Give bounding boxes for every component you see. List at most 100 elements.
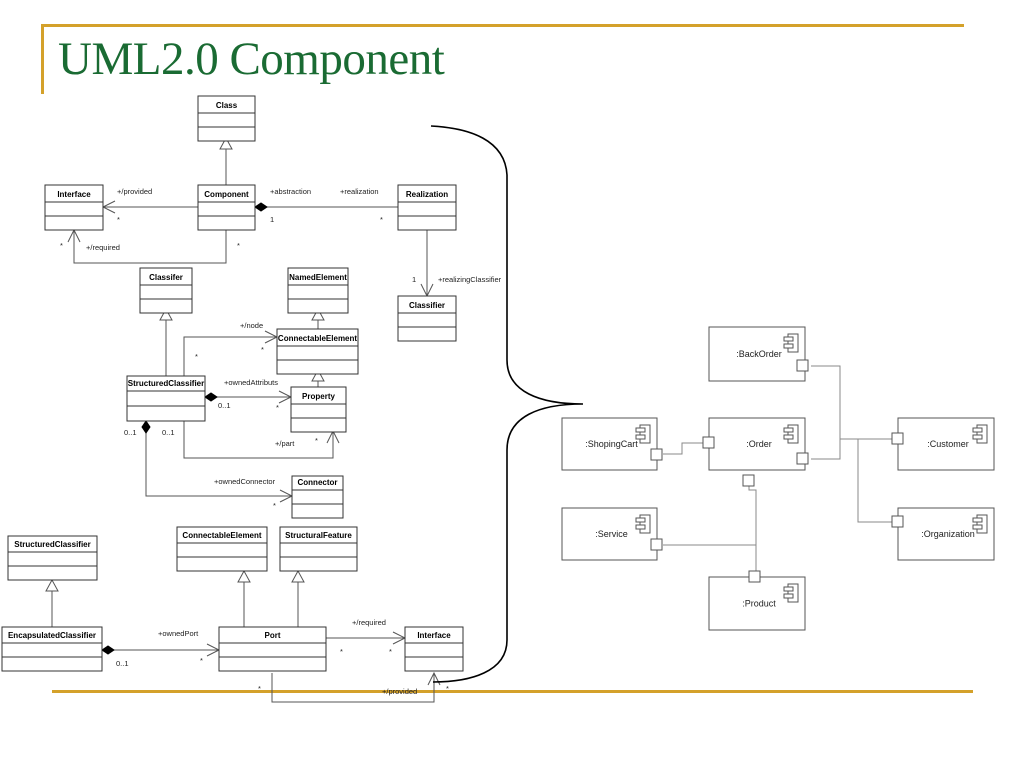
component-name: :Organization: [921, 529, 975, 539]
component-service: :Service: [561, 507, 658, 561]
uml-class-classifer: Classifer: [139, 267, 193, 314]
component-customer: :Customer: [897, 417, 995, 471]
class-name: Port: [265, 631, 281, 640]
port-order: [796, 452, 809, 465]
component-name: :ShopingCart: [585, 439, 638, 449]
uml-class-connectable-mid: ConnectableElement: [276, 328, 359, 375]
label-provided-bot-mult-left: *: [258, 684, 261, 693]
label-part-mult-left: 0..1: [162, 428, 175, 437]
label-realization-mult: *: [380, 215, 383, 224]
class-name: Realization: [406, 190, 448, 199]
connector-shopingcart-order: [663, 442, 703, 455]
uml-class-connectable-bot: ConnectableElement: [176, 526, 268, 572]
component-backorder: :BackOrder: [708, 326, 806, 382]
label-required-top-mult-right: *: [237, 241, 240, 250]
uml-class-interface-bot: Interface: [404, 626, 464, 672]
label-provided-bot-mult-right: *: [446, 684, 449, 693]
label-owned-port-mult-left: 0..1: [116, 659, 129, 668]
uml-class-realization: Realization: [397, 184, 457, 231]
class-name: Interface: [417, 631, 451, 640]
port-order: [742, 474, 755, 487]
label-owned-attributs: +ownedAttributs: [224, 378, 278, 387]
port-organization: [891, 515, 904, 528]
label-node-mult-left: *: [195, 352, 198, 361]
generalization-arrow: [159, 307, 173, 321]
label-node: +/node: [240, 321, 263, 330]
class-name: ConnectableElement: [278, 334, 357, 343]
component-icon: [783, 583, 799, 603]
generalization-arrow: [311, 368, 325, 382]
edge-provided-bottom: [271, 673, 435, 703]
component-icon: [783, 424, 799, 444]
bottom-accent-rule: [52, 690, 973, 693]
component-name: :Customer: [927, 439, 969, 449]
edge-owned-connector: [145, 433, 292, 497]
uml-class-connector: Connector: [291, 475, 344, 519]
composition-diamond: [141, 420, 151, 434]
label-owned-port: +ownedPort: [158, 629, 199, 638]
uml-class-component: Component: [197, 184, 256, 231]
generalization-arrow: [219, 136, 233, 150]
component-icon: [635, 514, 651, 534]
port-product: [748, 570, 761, 583]
generalization-arrow: [291, 569, 305, 583]
label-required-top: +/required: [86, 243, 120, 252]
port-customer: [891, 432, 904, 445]
class-name: EncapsulatedClassifier: [8, 631, 96, 640]
uml-class-encapsulated: EncapsulatedClassifier: [1, 626, 103, 672]
uml-class-property: Property: [290, 386, 347, 433]
component-order: :Order: [708, 417, 806, 471]
label-part: +/part: [275, 439, 295, 448]
navigable-arrow: [427, 671, 441, 686]
class-name: ConnectableElement: [182, 531, 261, 540]
component-icon: [783, 333, 799, 353]
uml-class-namedelement: NamedElement: [287, 267, 349, 314]
generalization-arrow: [311, 307, 325, 321]
class-name: Interface: [57, 190, 91, 199]
composition-diamond: [254, 202, 268, 212]
class-name: Connector: [298, 478, 338, 487]
label-owned-connector-mult-right: *: [273, 501, 276, 510]
generalization-arrow: [237, 569, 251, 583]
label-provided-top: +/provided: [117, 187, 152, 196]
label-owned-attributs-mult-left: 0..1: [218, 401, 231, 410]
uml-class-interface-top: Interface: [44, 184, 104, 231]
composition-diamond: [204, 392, 218, 402]
label-provided-top-mult: *: [117, 215, 120, 224]
class-name: Component: [204, 190, 249, 199]
label-owned-connector: +ownedConnector: [214, 477, 276, 486]
label-required-bot-mult-left: *: [340, 647, 343, 656]
class-name: Class: [216, 101, 238, 110]
label-required-bot-mult-right: *: [389, 647, 392, 656]
component-icon: [972, 514, 988, 534]
label-realizing-classifier-mult: 1: [412, 275, 416, 284]
left-accent-rule: [41, 24, 44, 94]
component-name: :Service: [595, 529, 628, 539]
label-required-top-mult-left: *: [60, 241, 63, 250]
label-realizing-classifier: +realizingClassifier: [438, 275, 502, 284]
uml-class-port: Port: [218, 626, 327, 672]
component-shopingcart: :ShopingCart: [561, 417, 658, 471]
component-icon: [635, 424, 651, 444]
class-name: StructuralFeature: [285, 531, 352, 540]
label-owned-connector-mult-left: 0..1: [124, 428, 137, 437]
component-product: :Product: [708, 576, 806, 631]
uml-class-class: Class: [197, 95, 256, 142]
label-realization: +realization: [340, 187, 379, 196]
edge-node: [183, 336, 277, 376]
uml-class-classifier-r: Classifier: [397, 295, 457, 342]
label-node-mult-right: *: [261, 345, 264, 354]
class-name: StructuredClassifier: [14, 540, 90, 549]
class-name: Classifer: [149, 273, 183, 282]
class-name: Property: [302, 392, 335, 401]
port-shopingcart: [650, 448, 663, 461]
composition-diamond: [101, 645, 115, 655]
port-order: [702, 436, 715, 449]
component-name: :Product: [742, 599, 776, 609]
component-icon: [972, 424, 988, 444]
label-provided-bot: +/provided: [382, 687, 417, 696]
uml-class-structured-bot: StructuredClassifier: [7, 535, 98, 581]
class-name: Classifier: [409, 301, 445, 310]
connector-to-organization: [857, 439, 892, 523]
